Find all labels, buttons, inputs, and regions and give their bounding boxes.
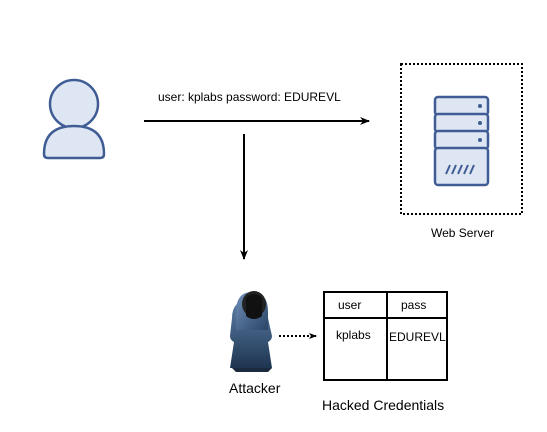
table-caption: Hacked Credentials [322, 397, 445, 413]
table-header-user: user [338, 298, 362, 312]
table-column-divider [386, 293, 388, 379]
credential-label: user: kplabs password: EDUREVL [158, 90, 341, 104]
table-header-divider [325, 317, 446, 319]
server-label: Web Server [431, 226, 495, 240]
table-cell-pass: EDUREVL [389, 330, 446, 344]
user-icon [42, 78, 106, 160]
table-cell-user: kplabs [336, 328, 371, 342]
server-icon [433, 95, 490, 187]
hacker-icon [230, 291, 272, 372]
attacker-label: Attacker [229, 380, 281, 396]
table-header-pass: pass [401, 298, 427, 312]
server-container [400, 63, 523, 215]
credentials-table: user pass kplabs EDUREVL [323, 291, 448, 381]
